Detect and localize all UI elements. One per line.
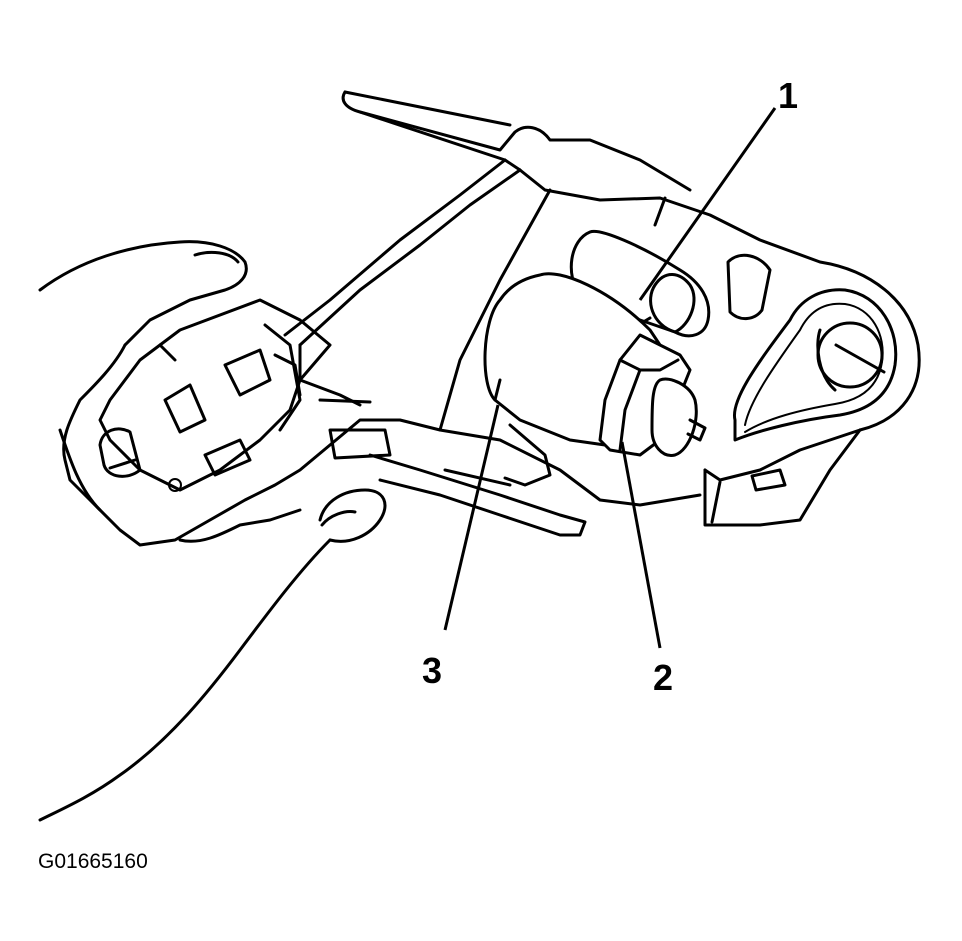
leader-2 [620, 441, 662, 649]
hand [38, 240, 587, 822]
spring-loop [732, 288, 898, 442]
callout-1: 1 [778, 75, 798, 116]
bracket-plate [518, 168, 921, 527]
solenoid-3 [483, 272, 662, 447]
leader-1 [638, 107, 777, 301]
bracket-arm [283, 158, 702, 507]
figure-id: G01665160 [38, 850, 148, 873]
leader-lines [443, 107, 777, 649]
leader-3 [443, 404, 500, 631]
bracket-upper-rail [341, 90, 692, 192]
hex-nut [598, 333, 707, 457]
callout-2: 2 [653, 657, 673, 698]
callout-3: 3 [422, 650, 442, 691]
